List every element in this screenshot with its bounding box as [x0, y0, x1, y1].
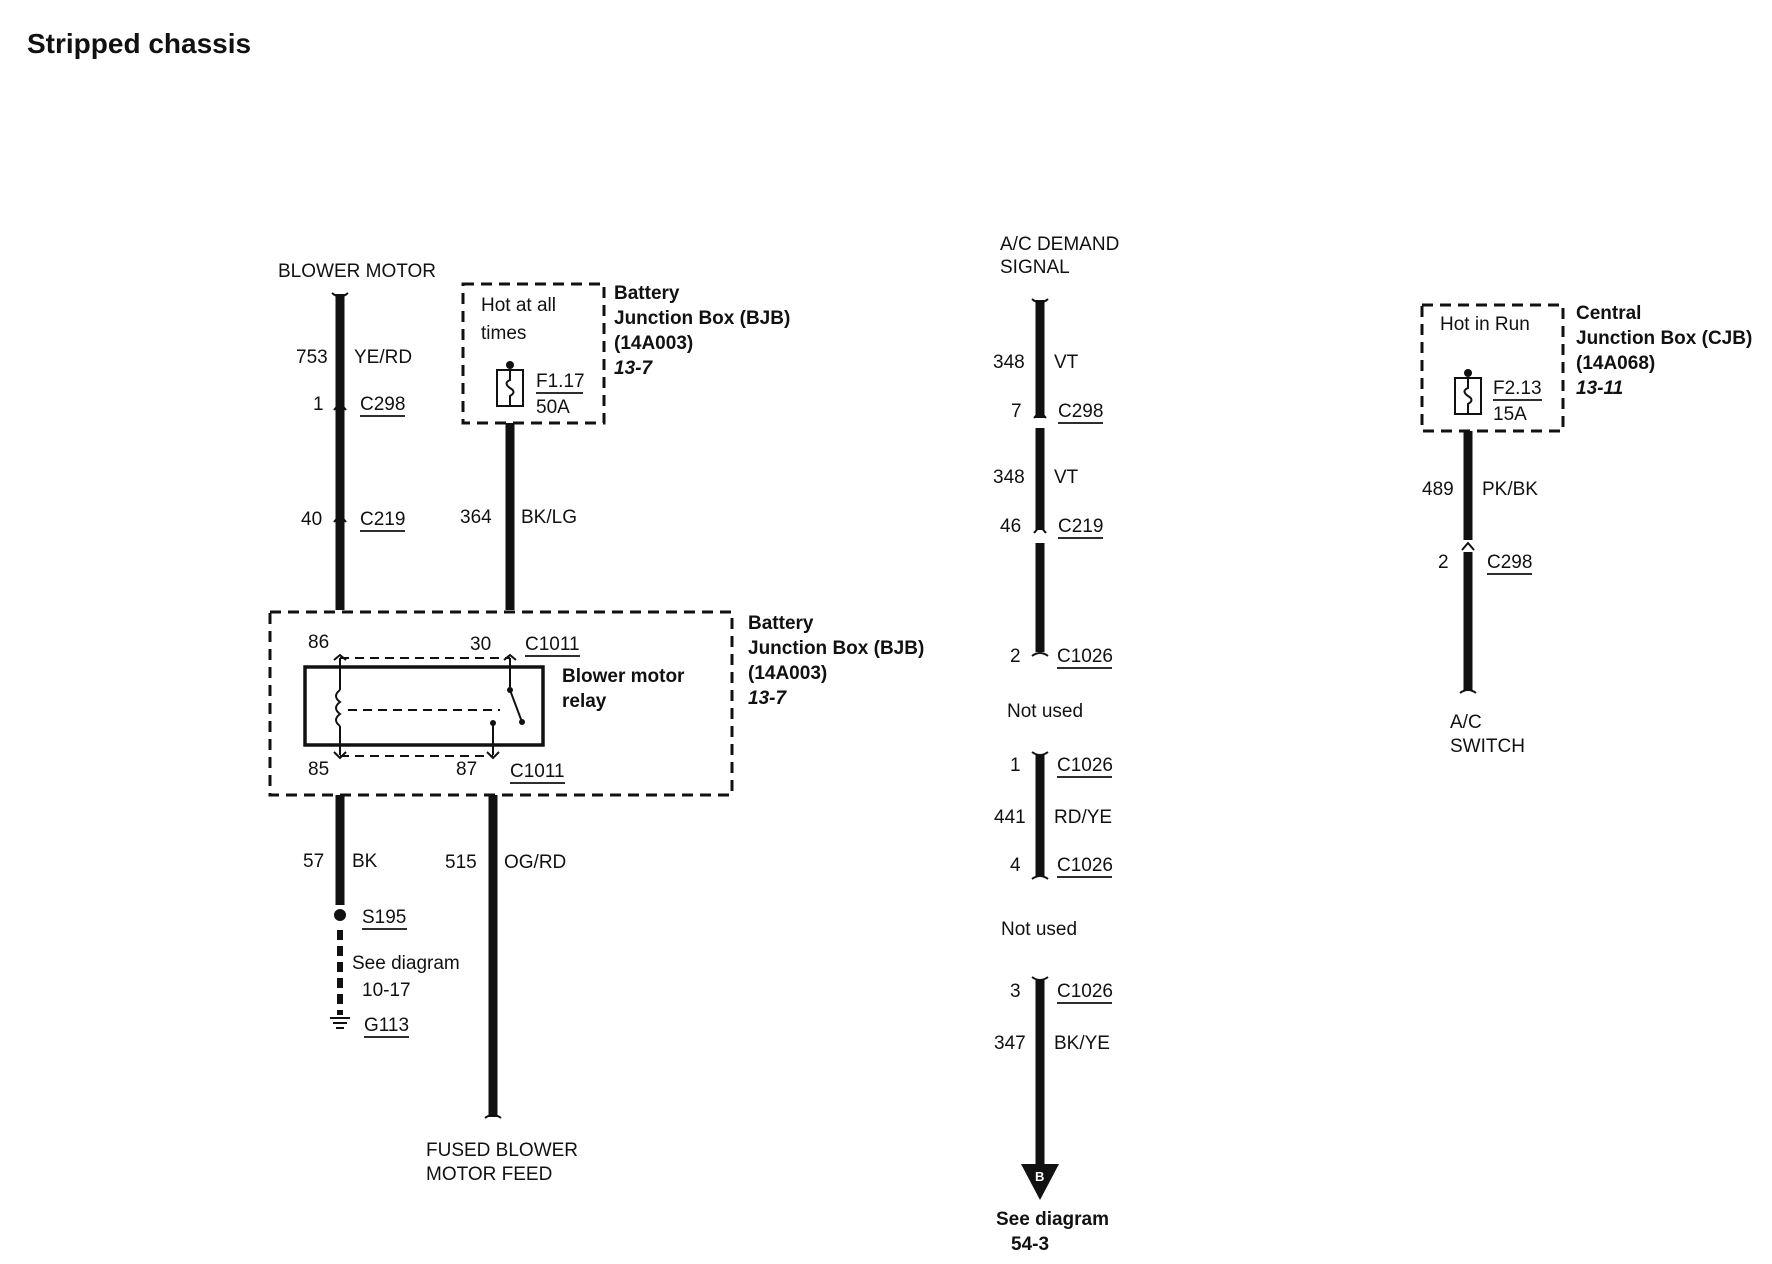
wire-57-color: BK [352, 851, 378, 872]
wire-515-color: OG/RD [504, 852, 566, 873]
wire-515-number: 515 [445, 852, 477, 873]
fused-blower-motor-feed-label: FUSED BLOWER [426, 1140, 578, 1161]
pin-3-label: 3 [1010, 981, 1021, 1002]
connector-c1026-a: C1026 [1057, 646, 1113, 667]
bjb-label: Battery [614, 283, 680, 304]
svg-text:SWITCH: SWITCH [1450, 736, 1525, 757]
pin-1-label: 1 [313, 394, 324, 415]
wire-348-color-b: VT [1054, 467, 1079, 488]
connector-c219-label: C219 [360, 509, 405, 530]
relay-label: Blower motor [562, 666, 685, 687]
wire-441-number: 441 [994, 807, 1026, 828]
continuation-arrow-icon [1021, 1164, 1059, 1200]
see-diagram-10-17: See diagram [352, 953, 460, 974]
wire-347-color: BK/YE [1054, 1033, 1110, 1054]
wire-753-number: 753 [296, 347, 328, 368]
pin-46-label: 46 [1000, 516, 1021, 537]
svg-text:SIGNAL: SIGNAL [1000, 257, 1070, 278]
cjb-label: Central [1576, 303, 1641, 324]
svg-text:10-17: 10-17 [362, 980, 411, 1001]
hot-in-run-label: Hot in Run [1440, 314, 1530, 335]
svg-text:54-3: 54-3 [1011, 1234, 1049, 1255]
svg-text:relay: relay [562, 691, 607, 712]
bjb-fuse-box [461, 282, 606, 425]
relay-switch-icon [509, 689, 523, 723]
relay-bjb-label: Battery [748, 613, 814, 634]
pin-1-c1026-label: 1 [1010, 755, 1021, 776]
svg-text:13-11: 13-11 [1576, 378, 1623, 399]
wire-364-number: 364 [460, 507, 492, 528]
connector-c298-label: C298 [360, 394, 405, 415]
svg-text:Junction Box (BJB): Junction Box (BJB) [614, 308, 790, 329]
pin-2-c298-label: 2 [1438, 552, 1449, 573]
page-title: Stripped chassis [27, 28, 251, 59]
wire-end-hook [331, 292, 349, 298]
arrow-b-label: B [1035, 1169, 1044, 1184]
connector-c1026-b: C1026 [1057, 755, 1113, 776]
pin-40-label: 40 [301, 509, 322, 530]
connector-c1026-d: C1026 [1057, 981, 1113, 1002]
fuse-f213-label: F2.13 [1493, 378, 1542, 399]
connector-c298-b: C298 [1058, 401, 1103, 422]
splice-s195-icon [334, 909, 346, 921]
ground-icon [330, 1017, 350, 1029]
blower-motor-circuit: BLOWER MOTOR 753 YE/RD 1 C298 40 C219 Ho… [268, 261, 924, 1185]
wire-348-color-a: VT [1054, 352, 1079, 373]
svg-text:MOTOR FEED: MOTOR FEED [426, 1164, 552, 1185]
pin-86-label: 86 [308, 632, 329, 653]
not-used-label-2: Not used [1001, 919, 1077, 940]
svg-text:Junction Box (CJB): Junction Box (CJB) [1576, 328, 1752, 349]
pin-2-label: 2 [1010, 646, 1021, 667]
connector-c219-b: C219 [1058, 516, 1103, 537]
ac-switch-circuit: Hot in Run F2.13 15A Central Junction Bo… [1420, 303, 1752, 757]
pin-4-label: 4 [1010, 855, 1021, 876]
pin-85-label: 85 [308, 759, 329, 780]
ac-demand-circuit: A/C DEMAND SIGNAL 348 VT 7 C298 348 VT 4… [993, 234, 1119, 1255]
ground-g113-label: G113 [364, 1015, 409, 1036]
connector-c219-mark [333, 513, 347, 523]
wire-57-number: 57 [303, 851, 324, 872]
svg-text:13-7: 13-7 [748, 688, 787, 709]
wire-348-number-b: 348 [993, 467, 1025, 488]
connector-c1026-c: C1026 [1057, 855, 1113, 876]
relay-junction-box [268, 610, 734, 797]
not-used-label-1: Not used [1007, 701, 1083, 722]
relay-housing [303, 665, 545, 747]
hot-at-all-times-label: Hot at all [481, 295, 556, 316]
connector-c298-mark [333, 401, 347, 411]
svg-text:13-7: 13-7 [614, 358, 653, 379]
connector-c1011-top: C1011 [525, 634, 580, 655]
connector-c1011-bottom: C1011 [510, 761, 565, 782]
svg-text:Junction Box (BJB): Junction Box (BJB) [748, 638, 924, 659]
splice-s195-label: S195 [362, 907, 406, 928]
fuse-50a-label: 50A [536, 397, 570, 418]
cjb-fuse-box [1420, 303, 1565, 433]
svg-text:times: times [481, 323, 526, 344]
pin-30-label: 30 [470, 634, 491, 655]
wire-489-number: 489 [1422, 479, 1454, 500]
pin-7-label: 7 [1011, 401, 1022, 422]
wire-753-color: YE/RD [354, 347, 412, 368]
blower-motor-label: BLOWER MOTOR [278, 261, 436, 282]
relay-coil-icon [335, 689, 342, 727]
fuse-15a-label: 15A [1493, 404, 1527, 425]
wire-364-color: BK/LG [521, 507, 577, 528]
svg-text:(14A003): (14A003) [614, 333, 693, 354]
pin-87-label: 87 [456, 759, 477, 780]
ac-demand-label: A/C DEMAND [1000, 234, 1119, 255]
ac-switch-label: A/C [1450, 712, 1482, 733]
see-diagram-54-3: See diagram [996, 1209, 1109, 1230]
wire-489-color: PK/BK [1482, 479, 1538, 500]
fuse-f117-label: F1.17 [536, 371, 585, 392]
svg-text:(14A003): (14A003) [748, 663, 827, 684]
svg-text:(14A068): (14A068) [1576, 353, 1655, 374]
wire-348-number-a: 348 [993, 352, 1025, 373]
wire-347-number: 347 [994, 1033, 1026, 1054]
wire-441-color: RD/YE [1054, 807, 1112, 828]
connector-c298-c: C298 [1487, 552, 1532, 573]
